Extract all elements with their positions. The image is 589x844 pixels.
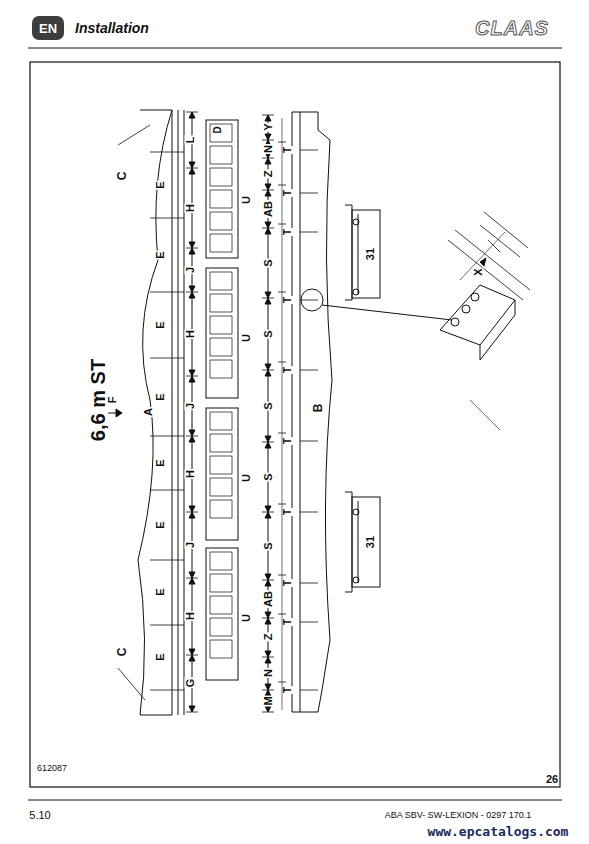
- dimension-letter: T: [283, 508, 293, 516]
- part-letter: C: [116, 647, 128, 658]
- language-badge: EN: [32, 16, 64, 40]
- dimension-letter: H: [185, 203, 196, 213]
- dimension-letter: T: [283, 366, 293, 374]
- dimension-letter: Z: [263, 633, 274, 642]
- dimension-letter: E: [155, 180, 166, 189]
- dimension-letter: S: [263, 541, 274, 550]
- dimension-letter: E: [155, 458, 166, 467]
- dimension-letter: S: [263, 258, 274, 267]
- dimension-letter: T: [283, 618, 293, 626]
- dimension-letter: G: [185, 678, 196, 689]
- page-number: 5.10: [28, 810, 51, 821]
- dimension-letter: L: [185, 136, 196, 145]
- dimension-letter: J: [185, 402, 196, 410]
- section-title: Installation: [75, 20, 149, 36]
- dimension-letter: N: [263, 668, 274, 678]
- callout-number: 31: [365, 247, 376, 261]
- dimension-letter: J: [185, 266, 196, 274]
- dimension-letter: T: [283, 686, 293, 694]
- part-letter: U: [241, 473, 252, 483]
- dimension-letter: Z: [263, 170, 274, 179]
- page-figure-number: 26: [545, 774, 559, 785]
- dimension-letter: T: [283, 189, 293, 197]
- dimension-letter: T: [283, 146, 293, 154]
- direction-letter: F: [107, 396, 118, 405]
- dimension-letter: E: [155, 392, 166, 401]
- dimension-letter: T: [283, 296, 293, 304]
- badge-text: EN: [39, 21, 57, 36]
- dimension-letter: T: [283, 437, 293, 445]
- callout-number: 31: [365, 535, 376, 549]
- document-reference: ABA SBV- SW-LEXION - 0297 170.1: [384, 811, 532, 820]
- dimension-letter: Y: [263, 122, 274, 131]
- dimension-letter: E: [155, 250, 166, 259]
- dimension-letter: T: [283, 228, 293, 236]
- dimension-letter: N: [263, 144, 274, 154]
- dimension-letter: H: [185, 329, 196, 339]
- part-letter: D: [213, 125, 223, 134]
- machine-title: 6,6 m ST: [88, 358, 108, 442]
- dimension-letter: AB: [263, 590, 274, 608]
- dimension-letter: E: [155, 520, 166, 529]
- part-letter: B: [312, 403, 324, 414]
- dimension-letter: E: [155, 587, 166, 596]
- dimension-letter: S: [263, 401, 274, 410]
- dimension-letter: S: [263, 472, 274, 481]
- part-letter: U: [241, 195, 252, 205]
- part-letter: C: [116, 171, 128, 182]
- dimension-letter: AB: [263, 200, 274, 218]
- dimension-letter: J: [185, 541, 196, 549]
- brand-logo: CLAAS: [474, 18, 550, 38]
- watermark: www.epcatalogs.com: [427, 825, 570, 838]
- detail-letter: X: [473, 267, 484, 276]
- part-letter: U: [241, 613, 252, 623]
- dimension-letter: E: [155, 652, 166, 661]
- dimension-letter: H: [185, 469, 196, 479]
- part-letter: U: [241, 333, 252, 343]
- dimension-letter: S: [263, 329, 274, 338]
- figure-number: 612087: [36, 764, 68, 773]
- dimension-letter: H: [185, 611, 196, 621]
- dimension-letter: E: [155, 320, 166, 329]
- section-letter: A: [143, 407, 154, 417]
- dimension-letter: T: [283, 579, 293, 587]
- dimension-letter: M: [263, 695, 274, 706]
